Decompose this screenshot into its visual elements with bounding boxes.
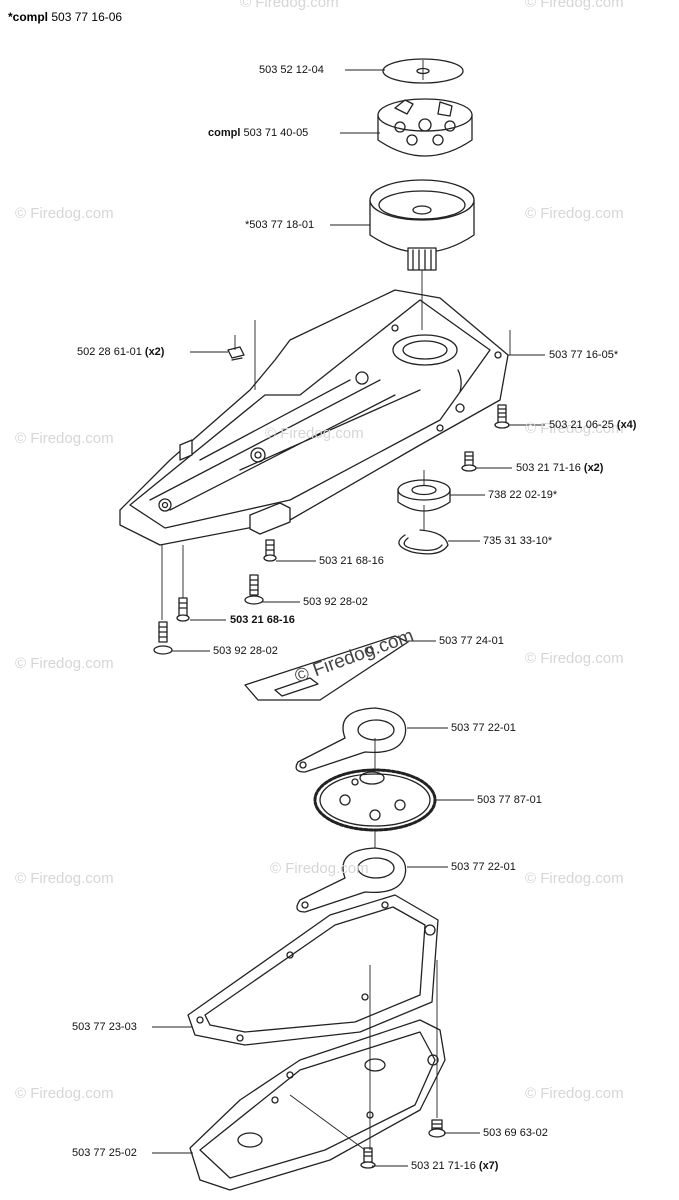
- connecting-rod-lower: [296, 847, 407, 913]
- watermark-text: © Firedog.com: [15, 1085, 114, 1102]
- housing-part: [119, 289, 509, 546]
- part-label[interactable]: 503 21 68-16: [230, 614, 295, 626]
- screw-503-69-63-02: [428, 1119, 446, 1138]
- screw-503-21-71-16-b: [360, 1147, 376, 1169]
- assembly-title: *compl 503 77 16-06: [8, 10, 122, 24]
- part-label[interactable]: compl 503 71 40-05: [208, 127, 309, 139]
- part-label[interactable]: 503 77 23-03: [72, 1021, 137, 1033]
- washer-503-92-28-02-b: [153, 621, 173, 655]
- watermark-text: © Firedog.com: [265, 425, 364, 442]
- watermark-text: © Firedog.com: [525, 0, 624, 11]
- screw-503-21-06-25: [494, 404, 510, 429]
- screw-503-21-71-16-a: [461, 451, 477, 472]
- part-label[interactable]: 503 21 06-25 (x4): [549, 419, 637, 431]
- watermark-text: © Firedog.com: [240, 0, 339, 11]
- bearing-part: [397, 479, 451, 512]
- clip-part: [227, 346, 245, 361]
- assembly-number: 503 77 16-06: [51, 10, 123, 24]
- part-label[interactable]: 503 92 28-02: [303, 596, 368, 608]
- part-label[interactable]: 503 21 71-16 (x7): [411, 1160, 499, 1172]
- part-label[interactable]: 503 77 16-05*: [549, 349, 619, 361]
- part-label[interactable]: 503 21 71-16 (x2): [516, 462, 604, 474]
- connecting-rod-upper: [295, 707, 407, 773]
- part-label[interactable]: 738 22 02-19*: [488, 489, 558, 501]
- part-label[interactable]: 503 52 12-04: [259, 64, 324, 76]
- slide-bar-part: [244, 635, 409, 701]
- part-label[interactable]: 502 28 61-01 (x2): [77, 346, 165, 358]
- clutch-part: [377, 98, 473, 157]
- clutch-drum-part: [369, 179, 475, 271]
- part-label[interactable]: 503 77 87-01: [477, 794, 542, 806]
- watermark-text: © Firedog.com: [525, 420, 624, 437]
- gear-part: [313, 768, 437, 832]
- watermark-text: © Firedog.com: [15, 430, 114, 447]
- part-label[interactable]: 503 77 25-02: [72, 1147, 137, 1159]
- watermark-text: © Firedog.com: [525, 1085, 624, 1102]
- watermark-text: © Firedog.com: [15, 655, 114, 672]
- screw-503-21-68-16-b: [176, 597, 190, 622]
- part-label[interactable]: 503 69 63-02: [483, 1127, 548, 1139]
- watermark-text: © Firedog.com: [525, 205, 624, 222]
- circlip-part: [398, 529, 449, 555]
- part-label[interactable]: 503 77 22-01: [451, 861, 516, 873]
- cover-part: [189, 1019, 446, 1191]
- watermark-text: © Firedog.com: [525, 650, 624, 667]
- part-label[interactable]: 503 92 28-02: [213, 645, 278, 657]
- part-label[interactable]: 503 77 22-01: [451, 722, 516, 734]
- part-label[interactable]: 735 31 33-10*: [483, 535, 553, 547]
- washer-503-92-28-02-a: [244, 574, 264, 605]
- screw-503-21-68-16-a: [263, 539, 277, 562]
- part-label[interactable]: *503 77 18-01: [245, 219, 315, 231]
- part-label[interactable]: 503 21 68-16: [319, 555, 384, 567]
- leader-lines: [152, 69, 545, 1167]
- watermark-text: © Firedog.com: [525, 870, 624, 887]
- watermark-text: © Firedog.com: [15, 870, 114, 887]
- part-label[interactable]: 503 77 24-01: [439, 635, 504, 647]
- watermark-text: © Firedog.com: [270, 860, 369, 877]
- assembly-prefix: *compl: [8, 10, 49, 24]
- assembly-lines: [161, 60, 511, 1151]
- watermark-text: © Firedog.com: [15, 205, 114, 222]
- gasket-part: [187, 894, 439, 1046]
